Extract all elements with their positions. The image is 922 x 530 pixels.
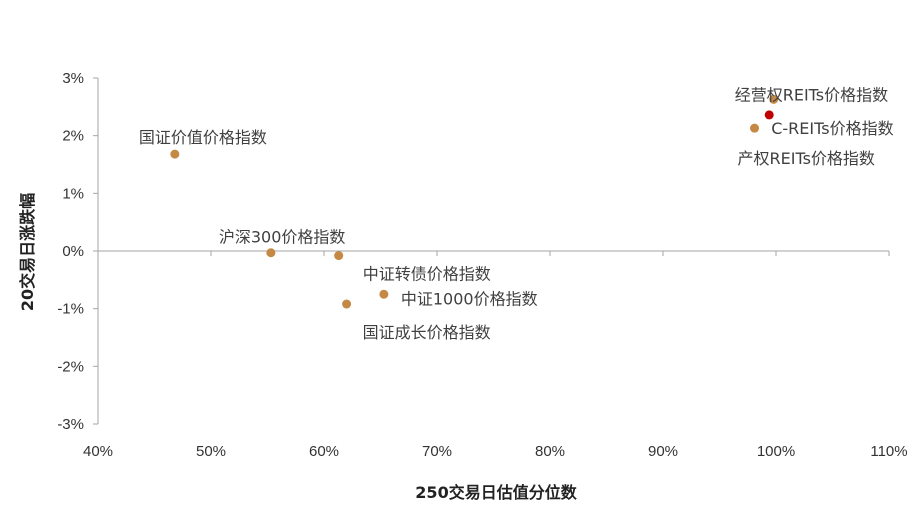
- y-tick-label: 0%: [62, 243, 84, 260]
- x-tick-label: 80%: [535, 443, 565, 460]
- x-tick-label: 70%: [422, 443, 452, 460]
- x-tick-label: 100%: [757, 443, 795, 460]
- data-point: [750, 123, 760, 133]
- x-tick-label: 60%: [309, 443, 339, 460]
- point-label: 中证转债价格指数: [363, 265, 491, 284]
- x-axis-title: 250交易日估值分位数: [415, 483, 577, 502]
- point-label: C-REITs价格指数: [771, 119, 893, 138]
- x-tick-label: 110%: [870, 443, 907, 460]
- data-point: [764, 110, 774, 120]
- point-label: 国证价值价格指数: [139, 128, 267, 147]
- point-label: 国证成长价格指数: [363, 323, 491, 342]
- x-tick-label: 40%: [83, 443, 113, 460]
- data-point: [266, 248, 276, 258]
- tick-labels: 3% 2% 1% 0% -1% -2% -3% 40% 50% 60% 70% 80% 90% 100% 1…: [57, 70, 907, 460]
- data-points: [170, 94, 779, 309]
- point-label: 沪深300价格指数: [219, 228, 346, 247]
- data-point: [379, 289, 389, 299]
- point-label: 经营权REITs价格指数: [735, 85, 888, 104]
- x-tick-label: 90%: [648, 443, 678, 460]
- y-tick-label: 1%: [62, 185, 84, 202]
- point-label: 中证1000价格指数: [401, 289, 538, 308]
- data-point: [769, 94, 779, 104]
- y-tick-label: -1%: [57, 301, 84, 318]
- y-axis-title: 20交易日涨跌幅: [18, 193, 37, 311]
- point-labels: 国证价值价格指数沪深300价格指数中证转债价格指数中证1000价格指数国证成长价…: [139, 85, 894, 342]
- y-tick-label: -3%: [57, 416, 84, 433]
- y-tick-label: 2%: [62, 128, 84, 145]
- data-point: [334, 251, 344, 261]
- x-tick-label: 50%: [196, 443, 226, 460]
- axes-layer: [93, 77, 890, 425]
- y-tick-label: -2%: [57, 358, 84, 375]
- point-label: 产权REITs价格指数: [738, 149, 875, 168]
- y-tick-label: 3%: [62, 70, 84, 87]
- data-point: [170, 149, 180, 159]
- data-point: [342, 299, 352, 309]
